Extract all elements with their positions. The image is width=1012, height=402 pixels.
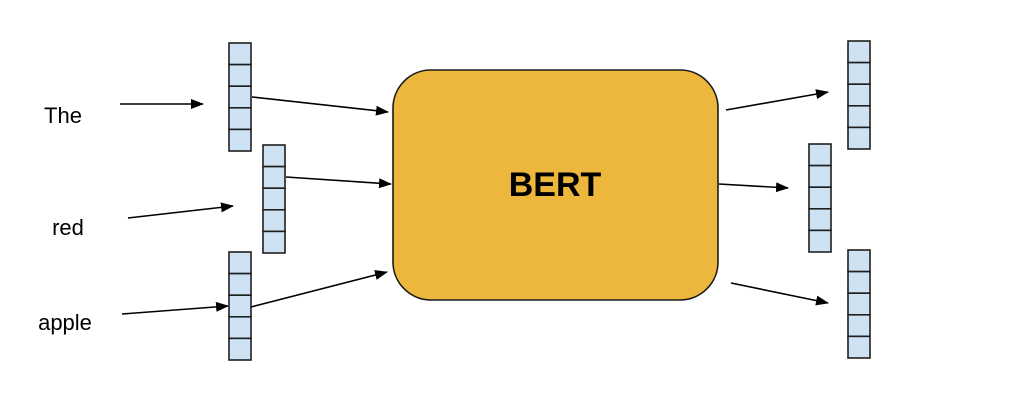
arrow-bert-to-output-bottom [730,282,829,306]
arrow-bert-to-output-middle [718,182,789,193]
output-vector-bottom [847,249,871,359]
arrow-bert-to-output-top [725,89,829,111]
input-vector-apple [228,251,252,361]
arrow-red-to-vector [127,202,234,219]
input-vector-red [262,144,286,254]
arrow-apple-to-vector [121,301,229,315]
output-vector-top [847,40,871,150]
input-word-label-apple: apple [38,310,92,335]
bert-box [392,69,719,301]
bert-label: BERT [509,166,602,204]
arrow-input-vector-the-to-bert [251,96,389,116]
input-word-label-the: The [44,103,82,128]
arrow-input-vector-red-to-bert [285,176,392,189]
input-word-label-red: red [52,215,84,240]
output-vector-middle [808,143,832,253]
arrow-input-vector-apple-to-bert [250,270,388,308]
input-vector-the [228,42,252,152]
